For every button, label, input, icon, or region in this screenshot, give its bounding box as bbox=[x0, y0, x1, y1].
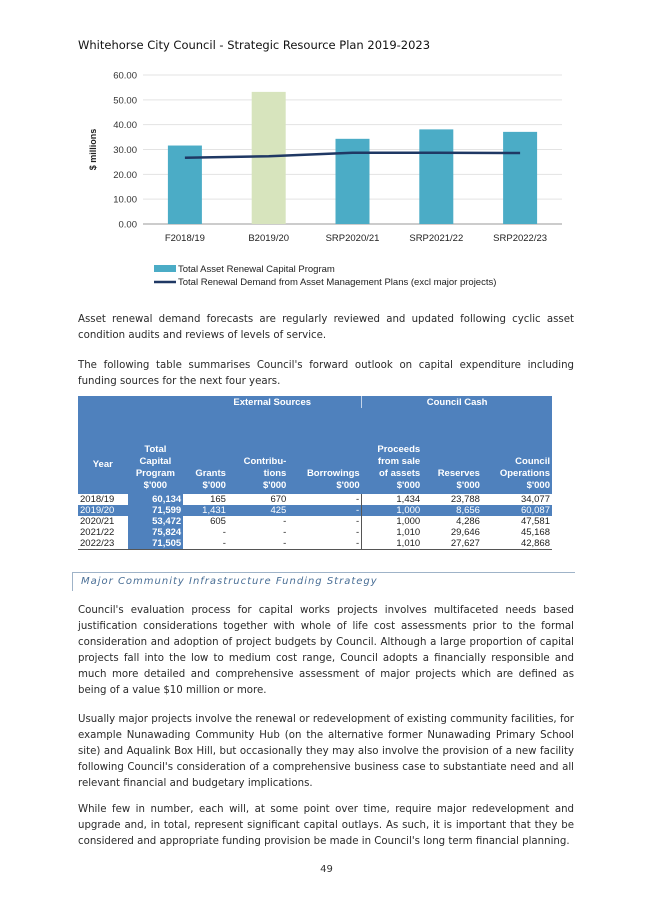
contributions-column-header: Contribu- tions $'000 bbox=[227, 408, 289, 494]
cell-reserves: 29,646 bbox=[450, 527, 480, 538]
cell-grants: 605 bbox=[210, 516, 226, 527]
cell-total: 71,599 bbox=[127, 505, 184, 516]
cell-reserves: 4,286 bbox=[456, 516, 480, 527]
paragraph-evaluation-process: Council's evaluation process for capital… bbox=[78, 605, 574, 696]
y-tick-label: 30.00 bbox=[113, 145, 137, 156]
table-header-row: Year Total Capital Program $'000 Grants … bbox=[78, 408, 552, 494]
y-tick-label: 50.00 bbox=[113, 95, 137, 106]
page-number: 49 bbox=[320, 864, 333, 875]
table-row: 2021/22 75,824 - - - 1,010 29,646 45,168 bbox=[78, 527, 552, 538]
cell-borrowings: - bbox=[288, 538, 363, 550]
cell-total: 71,505 bbox=[127, 538, 184, 550]
table-row: 2020/21 53,472 605 - - 1,000 4,286 47,58… bbox=[78, 516, 552, 527]
cell-year: 2018/19 bbox=[80, 494, 115, 505]
y-tick-label: 20.00 bbox=[113, 170, 137, 181]
cell-operations: 42,868 bbox=[481, 538, 552, 550]
capex-table: External Sources Council Cash Year Total… bbox=[78, 396, 552, 550]
reserves-column-header: Reserves $'000 bbox=[422, 408, 482, 494]
cell-year: 2022/23 bbox=[78, 538, 128, 550]
legend-swatch-bars bbox=[154, 265, 176, 272]
cell-proceeds: 1,000 bbox=[396, 516, 421, 527]
cell-contributions: - bbox=[283, 527, 287, 538]
section-heading-box: Major Community Infrastructure Funding S… bbox=[72, 572, 575, 591]
cell-contributions: 670 bbox=[270, 494, 287, 505]
x-tick-label: SRP2022/23 bbox=[493, 233, 547, 244]
borrowings-column-header: Borrowings $'000 bbox=[288, 408, 362, 494]
cell-total: 53,472 bbox=[127, 516, 184, 527]
cell-proceeds: 1,010 bbox=[396, 527, 421, 538]
paragraph-major-projects: Usually major projects involve the renew… bbox=[78, 714, 574, 789]
legend-label-line: Total Renewal Demand from Asset Manageme… bbox=[178, 277, 496, 288]
x-tick-label: F2018/19 bbox=[165, 233, 205, 244]
cell-contributions: - bbox=[227, 538, 289, 550]
cell-borrowings: - bbox=[288, 516, 363, 527]
cell-grants: 165 bbox=[210, 494, 226, 505]
bar bbox=[503, 131, 538, 224]
y-axis-label: $ millions bbox=[88, 129, 98, 171]
cell-grants: - bbox=[183, 538, 228, 550]
cell-proceeds: 1,000 bbox=[361, 505, 423, 516]
x-tick-label: SRP2020/21 bbox=[326, 233, 380, 244]
cell-borrowings: - bbox=[288, 527, 363, 538]
total-column-header: Total Capital Program $'000 bbox=[127, 408, 184, 494]
cell-borrowings: - bbox=[288, 505, 363, 516]
operations-column-header: Council Operations $'000 bbox=[481, 408, 552, 494]
bar bbox=[251, 91, 286, 225]
cell-reserves: 27,627 bbox=[422, 538, 482, 550]
cell-total: 60,134 bbox=[127, 494, 184, 505]
external-sources-header: External Sources bbox=[183, 396, 362, 408]
paragraph-renewal-demand: Asset renewal demand forecasts are regul… bbox=[78, 314, 574, 341]
document-header: Whitehorse City Council - Strategic Reso… bbox=[78, 38, 431, 52]
cell-year: 2020/21 bbox=[80, 516, 115, 527]
series-line bbox=[184, 151, 521, 159]
council-cash-header: Council Cash bbox=[361, 396, 552, 408]
x-tick-label: SRP2021/22 bbox=[409, 233, 463, 244]
cell-contributions: - bbox=[283, 516, 287, 527]
cell-grants: - bbox=[222, 527, 226, 538]
x-tick-label: B2019/20 bbox=[248, 233, 289, 244]
cell-reserves: 23,788 bbox=[450, 494, 480, 505]
table-group-header-row: External Sources Council Cash bbox=[78, 396, 552, 408]
cell-borrowings: - bbox=[288, 494, 363, 505]
cell-operations: 45,168 bbox=[520, 527, 550, 538]
cell-reserves: 8,656 bbox=[422, 505, 482, 516]
y-tick-label: 60.00 bbox=[113, 71, 137, 82]
grants-column-header: Grants $'000 bbox=[183, 408, 228, 494]
y-tick-label: 40.00 bbox=[113, 120, 137, 131]
table-row: 2018/19 60,134 165 670 - 1,434 23,788 34… bbox=[78, 494, 552, 505]
cell-operations: 34,077 bbox=[520, 494, 550, 505]
renewal-chart: 0.00 10.00 20.00 30.00 40.00 50.00 60.00 $ mill… bbox=[88, 71, 562, 288]
section-title: Major Community Infrastructure Funding S… bbox=[81, 576, 378, 587]
cell-proceeds: 1,434 bbox=[396, 494, 421, 505]
cell-proceeds: 1,010 bbox=[361, 538, 423, 550]
cell-grants: 1,431 bbox=[183, 505, 228, 516]
y-tick-label: 10.00 bbox=[113, 195, 137, 206]
cell-year: 2019/20 bbox=[78, 505, 128, 516]
year-column-header: Year bbox=[78, 408, 128, 494]
bar bbox=[419, 129, 454, 224]
paragraph-table-intro: The following table summarises Council's… bbox=[78, 360, 574, 387]
cell-contributions: 425 bbox=[227, 505, 289, 516]
legend-label-bars: Total Asset Renewal Capital Program bbox=[178, 264, 335, 275]
y-tick-label: 0.00 bbox=[119, 220, 138, 231]
table-row: 2022/23 71,505 - - - 1,010 27,627 42,868 bbox=[78, 538, 552, 550]
cell-operations: 47,581 bbox=[520, 516, 550, 527]
table-row: 2019/20 71,599 1,431 425 - 1,000 8,656 6… bbox=[78, 505, 552, 516]
proceeds-column-header: Proceeds from sale of assets $'000 bbox=[361, 408, 423, 494]
cell-year: 2021/22 bbox=[80, 527, 115, 538]
cell-operations: 60,087 bbox=[481, 505, 552, 516]
paragraph-funding-provision: While few in number, each will, at some … bbox=[78, 804, 574, 847]
cell-total: 75,824 bbox=[127, 527, 184, 538]
